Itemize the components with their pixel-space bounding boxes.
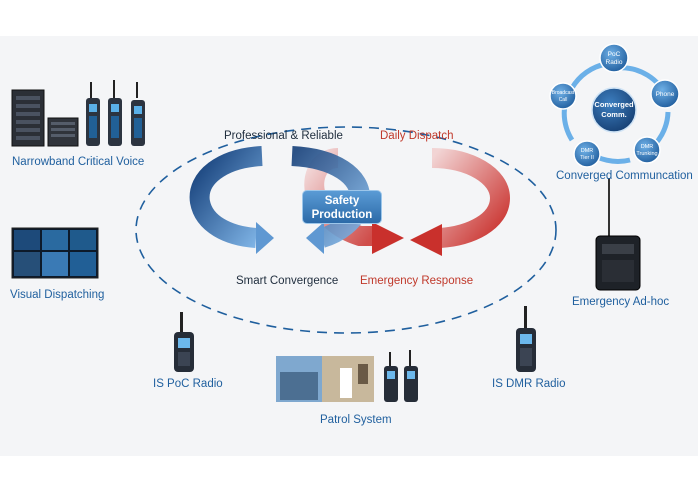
node-dmr-tier2-line2: Tier II xyxy=(580,155,594,161)
label-smart-convergence: Smart Convergence xyxy=(236,275,339,287)
label-is-poc-radio: IS PoC Radio xyxy=(153,378,223,390)
node-dmr-trunking xyxy=(633,136,661,164)
label-patrol-system: Patrol System xyxy=(320,414,392,426)
converged-center-line2: Comm. xyxy=(601,110,626,119)
node-dmr-trunking-line1: DMR xyxy=(641,144,654,150)
label-emergency-response: Emergency Response xyxy=(360,275,474,287)
narrowband-equipment-illustration xyxy=(11,80,145,147)
narrowband-radio-3 xyxy=(131,82,145,146)
node-poc-radio xyxy=(599,43,629,73)
converged-center-node xyxy=(591,87,637,133)
label-visual-dispatching: Visual Dispatching xyxy=(10,289,105,301)
label-emergency-adhoc: Emergency Ad-hoc xyxy=(572,296,670,308)
converged-comm-hub: Converged Comm. PoC Radio Phone DMR Trun… xyxy=(549,43,680,168)
node-phone xyxy=(650,79,680,109)
label-is-dmr-radio: IS DMR Radio xyxy=(492,378,566,390)
label-professional-reliable: Professional & Reliable xyxy=(224,130,343,142)
node-broadcast-call xyxy=(549,82,577,110)
emergency-adhoc-illustration xyxy=(595,178,641,291)
badge-line1: Safety xyxy=(324,195,360,207)
narrowband-radio-1 xyxy=(86,82,100,146)
is-dmr-radio-illustration xyxy=(516,306,536,372)
label-daily-dispatch: Daily Dispatch xyxy=(380,130,454,142)
label-narrowband: Narrowband Critical Voice xyxy=(12,156,145,168)
video-wall-illustration xyxy=(11,227,99,279)
is-poc-radio-illustration xyxy=(174,312,194,372)
badge-line2: Production xyxy=(311,209,373,221)
dashed-ellipse xyxy=(135,126,557,334)
node-dmr-tier2-line1: DMR xyxy=(581,148,594,154)
safety-production-badge: Safety Production xyxy=(302,190,382,224)
node-poc-line2: Radio xyxy=(606,59,623,66)
node-broadcast-line2: Call xyxy=(559,97,568,103)
node-poc-line1: PoC xyxy=(608,51,621,58)
node-phone-line1: Phone xyxy=(656,91,675,98)
node-dmr-trunking-line2: Trunking xyxy=(636,151,657,157)
patrol-system-illustration xyxy=(276,350,418,402)
narrowband-radio-2 xyxy=(108,80,122,146)
node-broadcast-line1: Broadcast xyxy=(552,90,575,96)
label-converged-comm: Converged Communcation xyxy=(556,170,693,182)
node-dmr-tier2 xyxy=(573,140,601,168)
converged-center-line1: Converged xyxy=(594,100,634,109)
